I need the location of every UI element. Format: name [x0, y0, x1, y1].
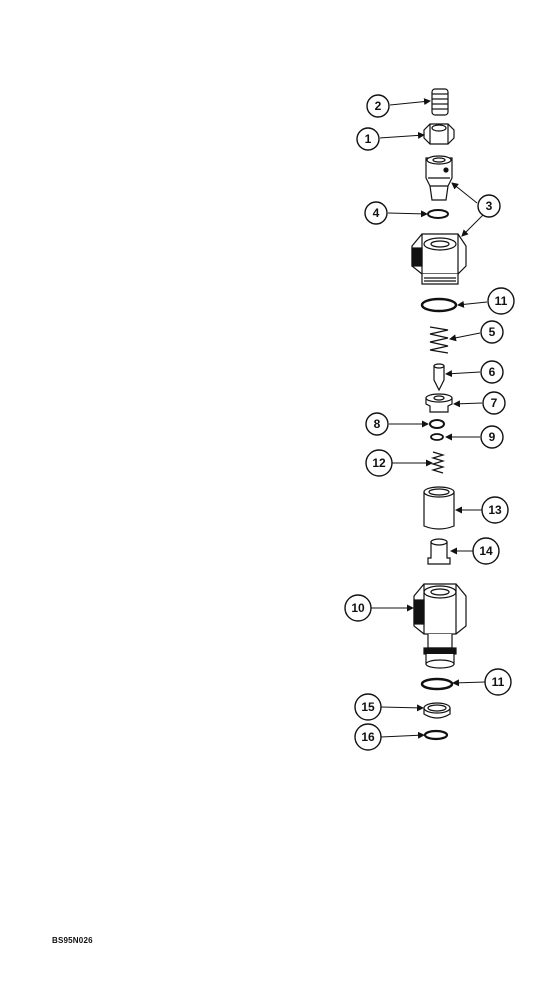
callout-12: 12	[365, 449, 393, 477]
svg-text:11: 11	[495, 294, 508, 308]
leader-line-16	[380, 731, 425, 739]
svg-text:1: 1	[365, 132, 372, 146]
svg-text:8: 8	[374, 417, 381, 431]
svg-text:14: 14	[479, 544, 493, 558]
part-6-poppet	[433, 363, 445, 392]
part-4-o-ring	[427, 209, 449, 219]
part-16-o-ring	[423, 729, 449, 741]
svg-text:11: 11	[492, 675, 505, 689]
part-1-jam-nut	[423, 123, 455, 145]
callout-14: 14	[472, 537, 500, 565]
part-8-retainer	[429, 419, 445, 429]
part-14-piston	[427, 538, 451, 565]
svg-text:4: 4	[373, 206, 380, 220]
callout-8: 8	[365, 412, 389, 436]
svg-text:3: 3	[486, 199, 493, 213]
part-3-adjuster-body	[425, 155, 453, 201]
callout-10: 10	[344, 594, 372, 622]
svg-text:2: 2	[375, 99, 382, 113]
part-5-spring	[429, 326, 449, 354]
leader-line-11a	[457, 300, 488, 308]
part-9-washer	[430, 433, 444, 441]
callout-11-lower: 11	[484, 668, 512, 696]
figure-id-label: BS95N026	[52, 936, 93, 945]
part-13-sleeve	[423, 486, 455, 530]
leader-line-6	[445, 370, 481, 378]
leader-line-1	[379, 131, 425, 139]
svg-text:13: 13	[488, 503, 502, 517]
part-10-main-body	[413, 583, 467, 669]
svg-text:5: 5	[489, 325, 496, 339]
callout-3: 3	[477, 194, 501, 218]
leader-line-2	[389, 98, 431, 106]
callout-1: 1	[356, 127, 380, 151]
callout-5: 5	[480, 320, 504, 344]
svg-text:10: 10	[351, 601, 365, 615]
callout-4: 4	[364, 201, 388, 225]
part-15-backup-ring	[423, 702, 451, 719]
leader-line-11b	[452, 679, 486, 687]
leader-line-7	[453, 400, 483, 408]
callout-6: 6	[480, 360, 504, 384]
leader-line-5	[449, 332, 481, 342]
callout-16: 16	[354, 723, 382, 751]
part-11-o-ring-upper	[420, 297, 458, 313]
svg-text:7: 7	[491, 396, 498, 410]
callout-11-upper: 11	[487, 287, 515, 315]
callout-9: 9	[480, 425, 504, 449]
part-12-small-spring	[430, 451, 446, 474]
part-7-seat	[425, 393, 453, 413]
part-11-o-ring-lower	[420, 677, 454, 691]
svg-text:9: 9	[489, 430, 496, 444]
svg-text:16: 16	[361, 730, 375, 744]
callout-13: 13	[481, 496, 509, 524]
leader-line-15	[380, 704, 424, 712]
svg-text:15: 15	[361, 700, 375, 714]
callout-15: 15	[354, 693, 382, 721]
leader-line-4	[387, 210, 428, 218]
svg-text:12: 12	[372, 456, 386, 470]
leader-line-3a	[451, 182, 478, 204]
part-2-set-screw	[431, 88, 449, 116]
svg-text:6: 6	[489, 365, 496, 379]
part-3-hex-housing	[411, 233, 467, 285]
callout-7: 7	[482, 391, 506, 415]
leader-line-3b	[461, 214, 484, 237]
callout-2: 2	[366, 94, 390, 118]
